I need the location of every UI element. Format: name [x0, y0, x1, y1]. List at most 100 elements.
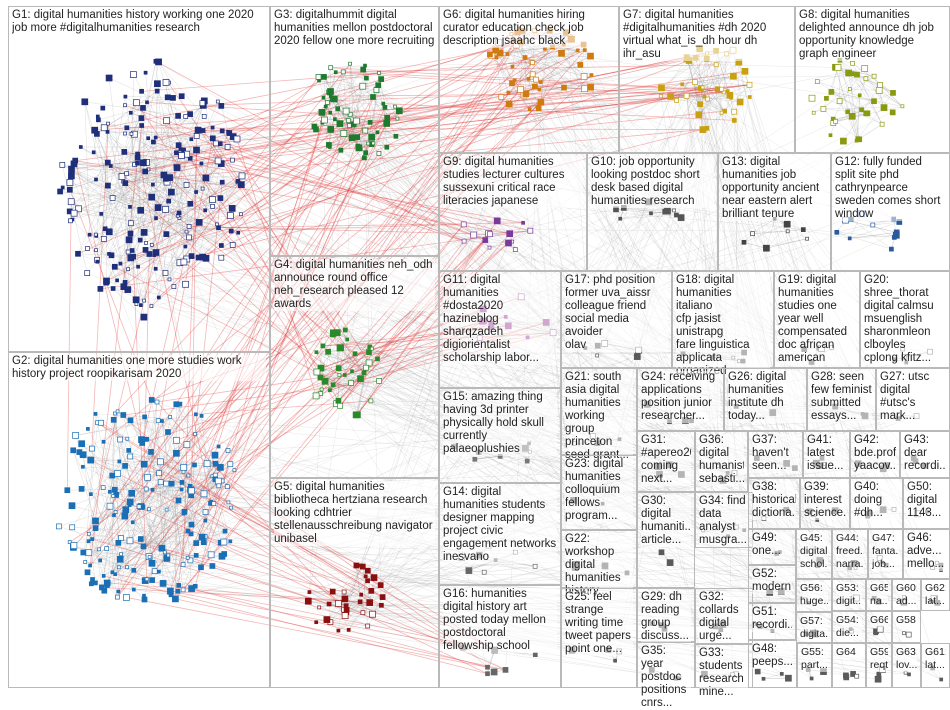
cluster-box-g22: G22: workshop digital humanities history…	[561, 530, 637, 588]
cluster-label-g41: G41: latest issue...	[807, 434, 846, 473]
cluster-box-g46: G46: adve... mello...	[903, 529, 950, 579]
cluster-box-g56: G56: huge...	[796, 579, 832, 612]
cluster-box-g59: G59: reqt	[866, 643, 892, 688]
cluster-label-g46: G46: adve... mello...	[907, 532, 946, 571]
cluster-box-g47: G47: fanta... job...	[868, 529, 903, 579]
cluster-label-g36: G36: digital humanist sebasti...	[699, 434, 744, 486]
cluster-box-g4: G4: digital humanities neh_odh announce …	[270, 256, 439, 478]
cluster-label-g20: G20: shree_thorat digital calmsu msuengl…	[864, 274, 946, 365]
cluster-label-g16: G16: humanities digital history art post…	[443, 588, 557, 653]
cluster-box-g50: G50: digital 1143...	[903, 478, 950, 529]
cluster-box-g29: G29: dh reading group discuss...	[637, 588, 695, 642]
cluster-box-g10: G10: job opportunity looking postdoc sho…	[587, 153, 718, 271]
cluster-box-g34: G34: find data analyst musgra...	[695, 492, 753, 548]
cluster-label-g28: G28: seen few feminist submitted essays.…	[811, 371, 872, 423]
cluster-box-g20: G20: shree_thorat digital calmsu msuengl…	[860, 271, 950, 368]
cluster-label-g25: G25: feel strange writing time tweet pap…	[565, 591, 633, 656]
cluster-box-g23: G23: digital humanities colloquium fello…	[561, 455, 637, 530]
cluster-label-g63: G63: lov...	[896, 646, 917, 672]
cluster-label-g38: G38: historical dictiona...	[752, 481, 796, 520]
cluster-label-g35: G35: year postdoc positions cnrs...	[641, 645, 691, 710]
cluster-box-g42: G42: bde.prof yaacov...	[850, 431, 900, 478]
cluster-box-g18: G18: digital humanities italiano cfp jas…	[672, 271, 774, 368]
cluster-box-g8: G8: digital humanities delighted announc…	[795, 6, 950, 153]
cluster-box-g28: G28: seen few feminist submitted essays.…	[807, 368, 876, 431]
cluster-label-g56: G56: huge...	[800, 582, 828, 608]
cluster-box-g53: G53: digit...	[832, 579, 866, 611]
cluster-label-g66: G66	[870, 614, 888, 627]
cluster-box-g64: G64	[832, 643, 866, 688]
cluster-box-g11: G11: digital humanities #dosta2020 hazin…	[439, 271, 561, 388]
cluster-label-g51: G51: recordi...	[752, 606, 792, 632]
cluster-label-g18: G18: digital humanities italiano cfp jas…	[676, 274, 770, 378]
cluster-box-g14: G14: digital humanities students designe…	[439, 483, 561, 585]
network-graph: G1: digital humanities history working o…	[0, 0, 950, 688]
cluster-label-g29: G29: dh reading group discuss...	[641, 591, 691, 643]
cluster-label-g19: G19: digital humanities studies one year…	[778, 274, 856, 365]
cluster-label-g57: G57: digita...	[800, 615, 828, 641]
cluster-box-g52: G52: modern...	[748, 565, 796, 603]
cluster-box-g39: G39: interest science...	[800, 478, 850, 529]
cluster-label-g26: G26: digital humanities institute dh tod…	[728, 371, 803, 423]
cluster-box-g31: G31: #apereo20 coming next...	[637, 431, 695, 492]
cluster-label-g64: G64	[836, 646, 862, 659]
cluster-label-g33: G33: students research mine...	[699, 647, 749, 699]
cluster-label-g14: G14: digital humanities students designe…	[443, 486, 557, 564]
cluster-label-g9: G9: digital humanities studies lecturer …	[443, 156, 583, 208]
cluster-box-g21: G21: south asia digital humanities worki…	[561, 368, 637, 455]
cluster-label-g8: G8: digital humanities delighted announc…	[799, 9, 946, 61]
cluster-box-g65: G65: na...	[866, 579, 892, 611]
cluster-box-g33: G33: students research mine...	[695, 644, 753, 688]
cluster-box-g9: G9: digital humanities studies lecturer …	[439, 153, 587, 271]
cluster-box-g40: G40: doing #dh...	[850, 478, 903, 529]
cluster-box-g55: G55: part...	[797, 643, 832, 688]
cluster-label-g45: G45: digital schol...	[800, 532, 828, 571]
cluster-box-g51: G51: recordi...	[748, 603, 796, 640]
cluster-label-g52: G52: modern...	[752, 568, 792, 594]
cluster-label-g31: G31: #apereo20 coming next...	[641, 434, 691, 486]
cluster-label-g59: G59: reqt	[870, 646, 888, 672]
cluster-label-g61: G61: lat...	[925, 646, 946, 672]
cluster-box-g5: G5: digital humanities bibliotheca hertz…	[270, 478, 439, 688]
cluster-label-g11: G11: digital humanities #dosta2020 hazin…	[443, 274, 557, 365]
cluster-box-g45: G45: digital schol...	[796, 529, 832, 579]
cluster-label-g2: G2: digital humanities one more studies …	[12, 355, 266, 381]
cluster-box-g62: G62: lat...	[921, 579, 950, 611]
cluster-box-g15: G15: amazing thing having 3d printer phy…	[439, 388, 561, 483]
cluster-label-g58: G58	[896, 614, 917, 627]
cluster-label-g65: G65: na...	[870, 582, 888, 608]
cluster-box-g6: G6: digital humanities hiring curator ed…	[439, 6, 619, 153]
cluster-box-g66: G66	[866, 611, 892, 643]
cluster-box-g12: G12: fully funded split site phd cathryn…	[831, 153, 950, 271]
cluster-label-g62: G62: lat...	[925, 582, 946, 608]
cluster-label-g37: G37: haven't seen...	[752, 434, 799, 473]
cluster-box-g24: G24: receiving applications position jun…	[637, 368, 724, 431]
cluster-box-g49: G49: one...	[748, 529, 796, 565]
cluster-label-g42: G42: bde.prof yaacov...	[854, 434, 896, 473]
cluster-box-g26: G26: digital humanities institute dh tod…	[724, 368, 807, 431]
cluster-box-g57: G57: digita...	[796, 612, 832, 643]
cluster-box-g61: G61: lat...	[921, 643, 950, 688]
cluster-label-g23: G23: digital humanities colloquium fello…	[565, 458, 633, 523]
cluster-label-g21: G21: south asia digital humanities worki…	[565, 371, 633, 462]
cluster-box-g54: G54: die...	[832, 611, 866, 643]
cluster-label-g1: G1: digital humanities history working o…	[12, 9, 266, 35]
cluster-box-g7: G7: digital humanities #digitalhumanitie…	[619, 6, 795, 153]
cluster-label-g3: G3: digitalhummit digital humanities mel…	[274, 9, 435, 48]
cluster-label-g40: G40: doing #dh...	[854, 481, 899, 520]
cluster-box-g36: G36: digital humanist sebasti...	[695, 431, 748, 492]
cluster-label-g54: G54: die...	[836, 614, 862, 640]
cluster-label-g7: G7: digital humanities #digitalhumanitie…	[623, 9, 791, 61]
cluster-label-g50: G50: digital 1143...	[907, 481, 946, 520]
cluster-box-g1: G1: digital humanities history working o…	[8, 6, 270, 352]
cluster-label-g13: G13: digital humanities job opportunity …	[722, 156, 827, 221]
cluster-box-g13: G13: digital humanities job opportunity …	[718, 153, 831, 271]
cluster-label-g48: G48: peeps...	[752, 643, 793, 669]
cluster-label-g32: G32: collards digital urge...	[699, 591, 749, 643]
cluster-label-g55: G55: part...	[801, 646, 828, 672]
cluster-box-g43: G43: dear recordi...	[900, 431, 950, 478]
cluster-box-g35: G35: year postdoc positions cnrs...	[637, 642, 695, 688]
cluster-label-g44: G44: freed... narra...	[836, 532, 864, 571]
cluster-box-g41: G41: latest issue...	[803, 431, 850, 478]
cluster-label-g47: G47: fanta... job...	[872, 532, 899, 571]
